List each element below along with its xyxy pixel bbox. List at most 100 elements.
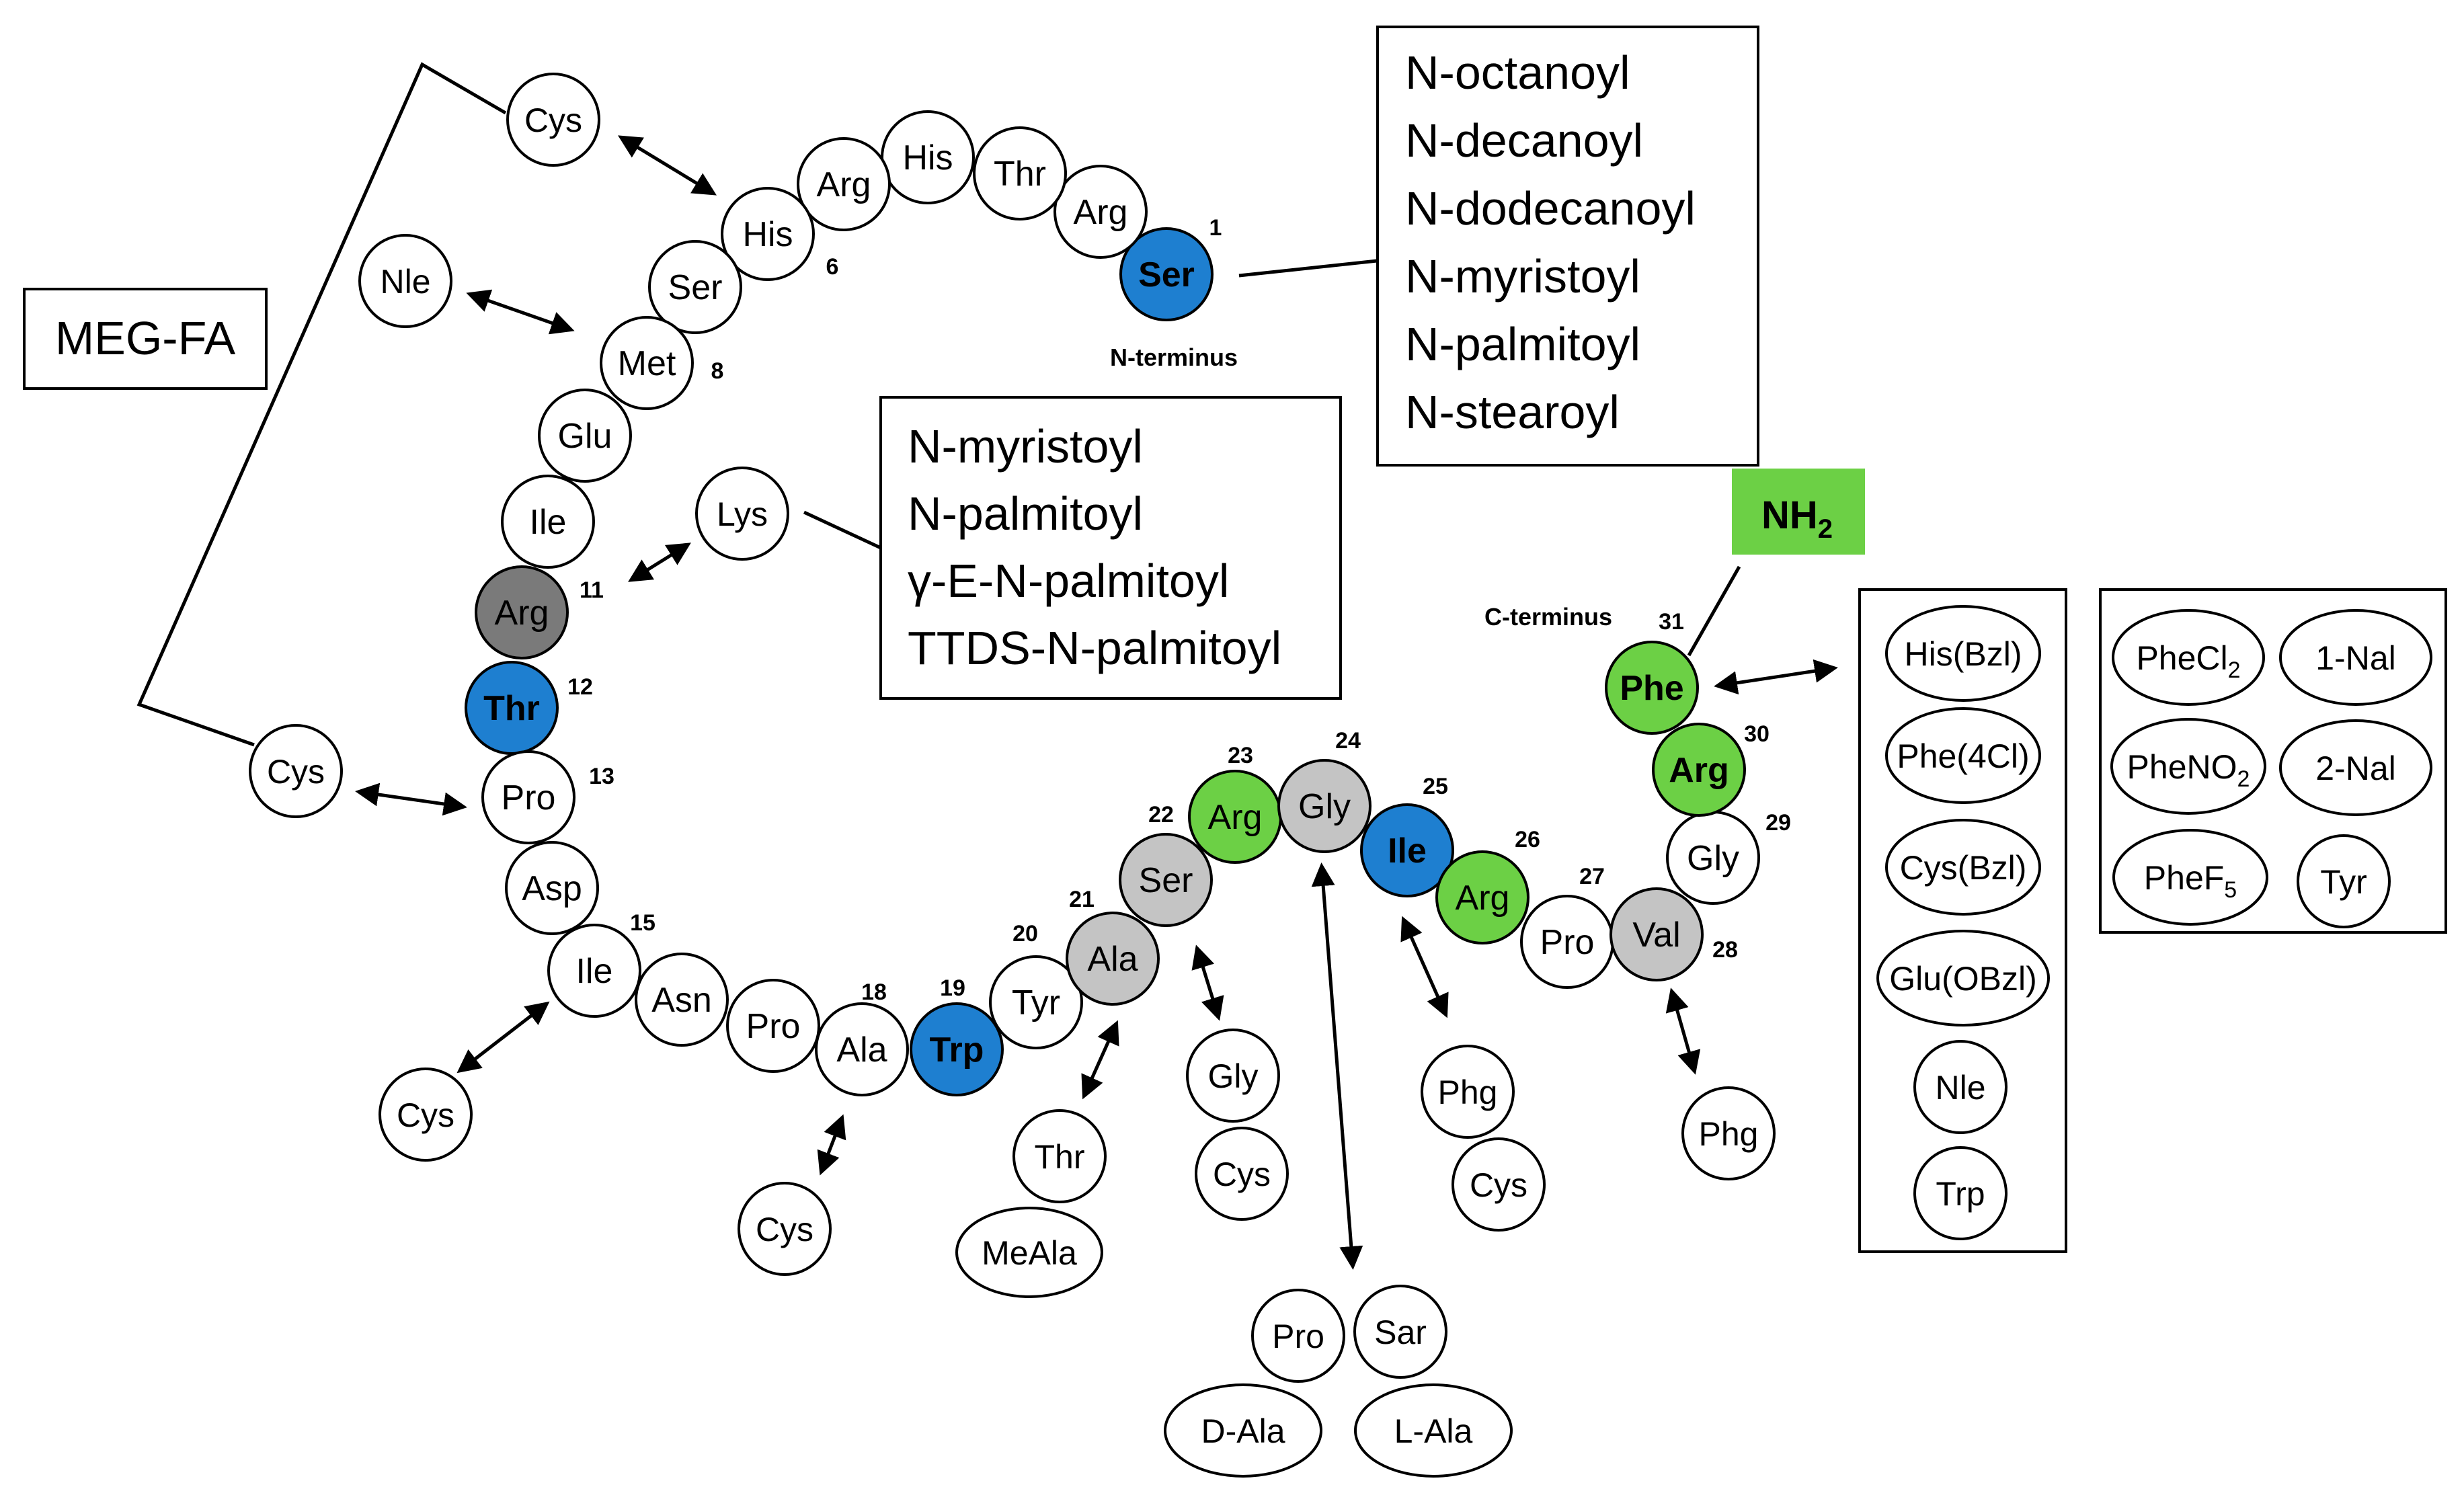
residue-25: Ile xyxy=(1360,803,1454,897)
residue-21: Ala xyxy=(1066,912,1160,1006)
phe-sub-1nal-label: 1-Nal xyxy=(2315,639,2395,677)
pos-num: 15 xyxy=(630,910,655,936)
nh2-connector xyxy=(1687,565,1741,657)
phe-sub-tyr-label: Tyr xyxy=(2320,863,2367,901)
position-numbers: 1 6 8 11 12 13 15 18 19 20 21 22 23 24 2… xyxy=(567,215,1791,1005)
residue-15: Ile xyxy=(547,924,641,1018)
sub-pro-24-label: Pro xyxy=(1272,1318,1324,1355)
sub-lys-label: Lys xyxy=(717,495,768,533)
phe-sub-pheno2-node xyxy=(2110,718,2266,815)
residue-label: Arg xyxy=(817,165,871,204)
residue-12: Thr xyxy=(465,661,559,755)
lys-mod-2: γ-E-N-palmitoyl xyxy=(908,555,1229,607)
substitution-nodes xyxy=(249,73,1776,1478)
phe-sub-nle-label: Nle xyxy=(1935,1069,1985,1106)
residue-circle xyxy=(726,979,820,1073)
residue-10: Ile xyxy=(501,475,595,569)
sub-cys-left-node xyxy=(249,724,343,818)
residue-29: Gly xyxy=(1666,811,1760,905)
phe-sub-2nal-label: 2-Nal xyxy=(2315,750,2395,787)
residue-label: Arg xyxy=(1208,798,1263,837)
arrow-phe-31 xyxy=(1714,659,1838,695)
residue-16: Asn xyxy=(635,953,729,1047)
pos-num: 28 xyxy=(1712,937,1738,963)
sub-cys-25-label: Cys xyxy=(1470,1166,1527,1204)
residue-label: Ala xyxy=(836,1031,887,1070)
residue-22: Ser xyxy=(1119,833,1213,927)
phe-sub-cysbzl-node xyxy=(1885,819,2041,916)
phe-sub-gluobzl-label: Glu(OBzl) xyxy=(1889,960,2036,998)
arrow-ser-22 xyxy=(1191,944,1224,1021)
residue-circle xyxy=(501,475,595,569)
sub-nle-top-node xyxy=(358,234,452,328)
phe-sub-box-1-nodes xyxy=(1876,605,2050,1240)
residue-label: Gly xyxy=(1298,787,1351,826)
residue-label: Met xyxy=(618,344,676,383)
residue-label: His xyxy=(742,215,793,254)
pos-num: 30 xyxy=(1744,721,1770,747)
sub-thr-21-node xyxy=(1012,1109,1107,1203)
phe-sub-1nal-node xyxy=(2279,609,2432,706)
sub-sar-24-node xyxy=(1353,1285,1447,1379)
residue-7: Ser xyxy=(648,240,742,334)
phe-sub-tyr-node xyxy=(2297,834,2391,928)
residue-circle xyxy=(538,389,632,483)
residue-circle xyxy=(989,955,1083,1049)
phe-sub-phecl2-node xyxy=(2112,609,2265,706)
residue-label: Phe xyxy=(1620,669,1683,708)
residue-6: His xyxy=(721,187,815,281)
residue-circle xyxy=(721,187,815,281)
residue-19: Trp xyxy=(910,1002,1004,1096)
phe-sub-phe4cl-node xyxy=(1885,707,2041,804)
n-term-mod-2: N-dodecanoyl xyxy=(1405,182,1696,235)
residue-circle xyxy=(600,316,694,410)
sub-cys-25-node xyxy=(1452,1137,1546,1232)
pos-num: 22 xyxy=(1148,802,1174,828)
sub-cys-18-label: Cys xyxy=(756,1211,813,1248)
residue-label: Tyr xyxy=(1012,983,1060,1022)
phe-sub-trp-label: Trp xyxy=(1936,1175,1985,1213)
pos-num: 8 xyxy=(711,358,724,384)
residue-label: Pro xyxy=(502,778,556,817)
meg-fa-box xyxy=(23,288,268,390)
residue-label: Ser xyxy=(1139,861,1193,900)
sub-phg-28-node xyxy=(1681,1086,1776,1180)
sub-cys-22-node xyxy=(1195,1127,1289,1221)
sub-cys-22-label: Cys xyxy=(1213,1156,1271,1193)
sub-cys-left-label: Cys xyxy=(267,753,325,791)
residue-4: His xyxy=(881,110,975,204)
residue-label: Gly xyxy=(1687,839,1739,878)
residue-30: Arg xyxy=(1652,723,1746,817)
pos-num: 20 xyxy=(1012,921,1038,947)
lys-mod-1: N-palmitoyl xyxy=(908,487,1143,540)
residue-18: Ala xyxy=(815,1002,909,1096)
arrow-cys-18 xyxy=(817,1114,846,1176)
sub-pro-24-node xyxy=(1251,1289,1345,1383)
sub-cys-18-node xyxy=(738,1182,832,1276)
residue-label: Ala xyxy=(1087,940,1138,979)
pos-num: 13 xyxy=(589,764,614,789)
sub-cys-bottom-left-node xyxy=(379,1068,473,1162)
residue-28: Val xyxy=(1609,887,1704,981)
sub-meala-21-label: MeAla xyxy=(982,1234,1077,1272)
phe-sub-cysbzl-label: Cys(Bzl) xyxy=(1900,849,2027,887)
arrow-lys xyxy=(628,542,691,582)
pos-num: 6 xyxy=(826,254,839,280)
residue-1: Ser xyxy=(1119,227,1214,321)
arrow-cys-bottom-left xyxy=(456,1001,550,1074)
sub-cys-top-label: Cys xyxy=(524,102,582,139)
residue-20: Tyr xyxy=(989,955,1083,1049)
residue-circle xyxy=(1277,759,1372,853)
residue-31: Phe xyxy=(1605,641,1699,735)
phe-sub-phe4cl-label: Phe(4Cl) xyxy=(1897,737,2029,775)
residue-14: Asp xyxy=(505,841,599,935)
pos-num: 18 xyxy=(861,979,887,1005)
residue-circle xyxy=(547,924,641,1018)
lys-modification-box xyxy=(879,396,1342,700)
meg-fa-label: MEG-FA xyxy=(55,312,236,364)
lys-mod-3: TTDS-N-palmitoyl xyxy=(908,622,1281,674)
residue-label: Trp xyxy=(930,1031,984,1070)
n-term-mod-5: N-stearoyl xyxy=(1405,386,1620,438)
phe-sub-2nal-node xyxy=(2279,719,2432,816)
pos-num: 27 xyxy=(1579,864,1605,889)
